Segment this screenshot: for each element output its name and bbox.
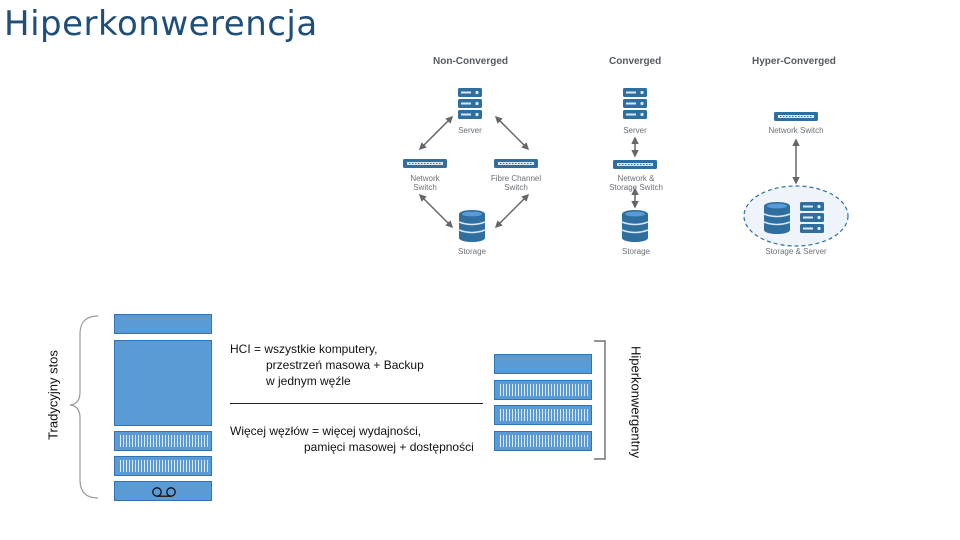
c-storage-label: Storage [621,247,651,256]
diagram-graphics [402,88,849,247]
c-switch-label-line1: Network & [617,174,655,183]
nc-fibre-switch-label-line2: Switch [504,183,528,192]
hc-server-icon [800,202,824,233]
hc-network-switch-label: Network Switch [768,126,824,135]
architecture-diagram: Non-Converged Converged Hyper-Converged [380,50,880,265]
hci-line-3: w jednym węźle [266,374,351,388]
hci-line-1: HCI = wszystkie komputery, [230,342,378,356]
hci-node-striped-3 [494,431,592,451]
c-network-storage-switch-icon [612,159,658,170]
nc-network-switch-label: Network Switch [395,174,455,192]
traditional-top-block [114,314,212,334]
c-server-icon [623,88,647,119]
nc-network-switch-label-line2: Switch [413,183,437,192]
hc-storage-server-label: Storage & Server [765,247,827,256]
c-switch-label-line2: Storage Switch [609,183,663,192]
nodes-text-block: Więcej węzłów = więcej wydajności, pamię… [230,423,474,455]
traditional-stack-label: Tradycyjny stos [45,350,61,440]
hc-network-switch-icon [773,111,819,122]
hci-line-2: przestrzeń masowa + Backup [266,358,424,372]
traditional-striped-block-2 [114,456,212,476]
hci-node-top [494,354,592,374]
hyperconverged-bracket [594,340,606,460]
nc-storage-icon [458,209,486,243]
hci-text-block: HCI = wszystkie komputery, przestrzeń ma… [230,341,424,389]
hc-node-boundary [743,185,849,247]
converged-header: Converged [609,56,662,67]
tape-icon [152,487,176,497]
hyperconverged-label: Hiperkonwergentny [628,345,644,459]
hci-node-striped-2 [494,405,592,425]
c-network-storage-switch-label: Network & Storage Switch [600,174,672,192]
nc-fibre-switch-icon [493,158,539,169]
nc-network-switch-label-line1: Network [410,174,440,183]
traditional-striped-block-1 [114,431,212,451]
nc-storage-label: Storage [457,247,487,256]
hyper-converged-header: Hyper-Converged [752,56,836,67]
traditional-tape-block [114,481,212,501]
c-server-label: Server [623,126,647,135]
nodes-line-2: pamięci masowej + dostępności [304,440,474,454]
nc-fibre-switch-label-line1: Fibre Channel [490,174,542,183]
nc-server-label: Server [458,126,482,135]
nodes-line-1: Więcej węzłów = więcej wydajności, [230,424,422,438]
nc-network-switch-icon [402,158,448,169]
c-storage-icon [621,209,649,243]
non-converged-header: Non-Converged [433,56,508,67]
hc-storage-icon [763,201,791,235]
separator-line [230,403,483,404]
nc-server-icon [458,88,482,119]
traditional-large-block [114,340,212,426]
page-title: Hiperkonwerencja [4,4,318,44]
nc-fibre-switch-label: Fibre Channel Switch [483,174,549,192]
hci-node-striped-1 [494,380,592,400]
traditional-bracket [70,315,99,499]
